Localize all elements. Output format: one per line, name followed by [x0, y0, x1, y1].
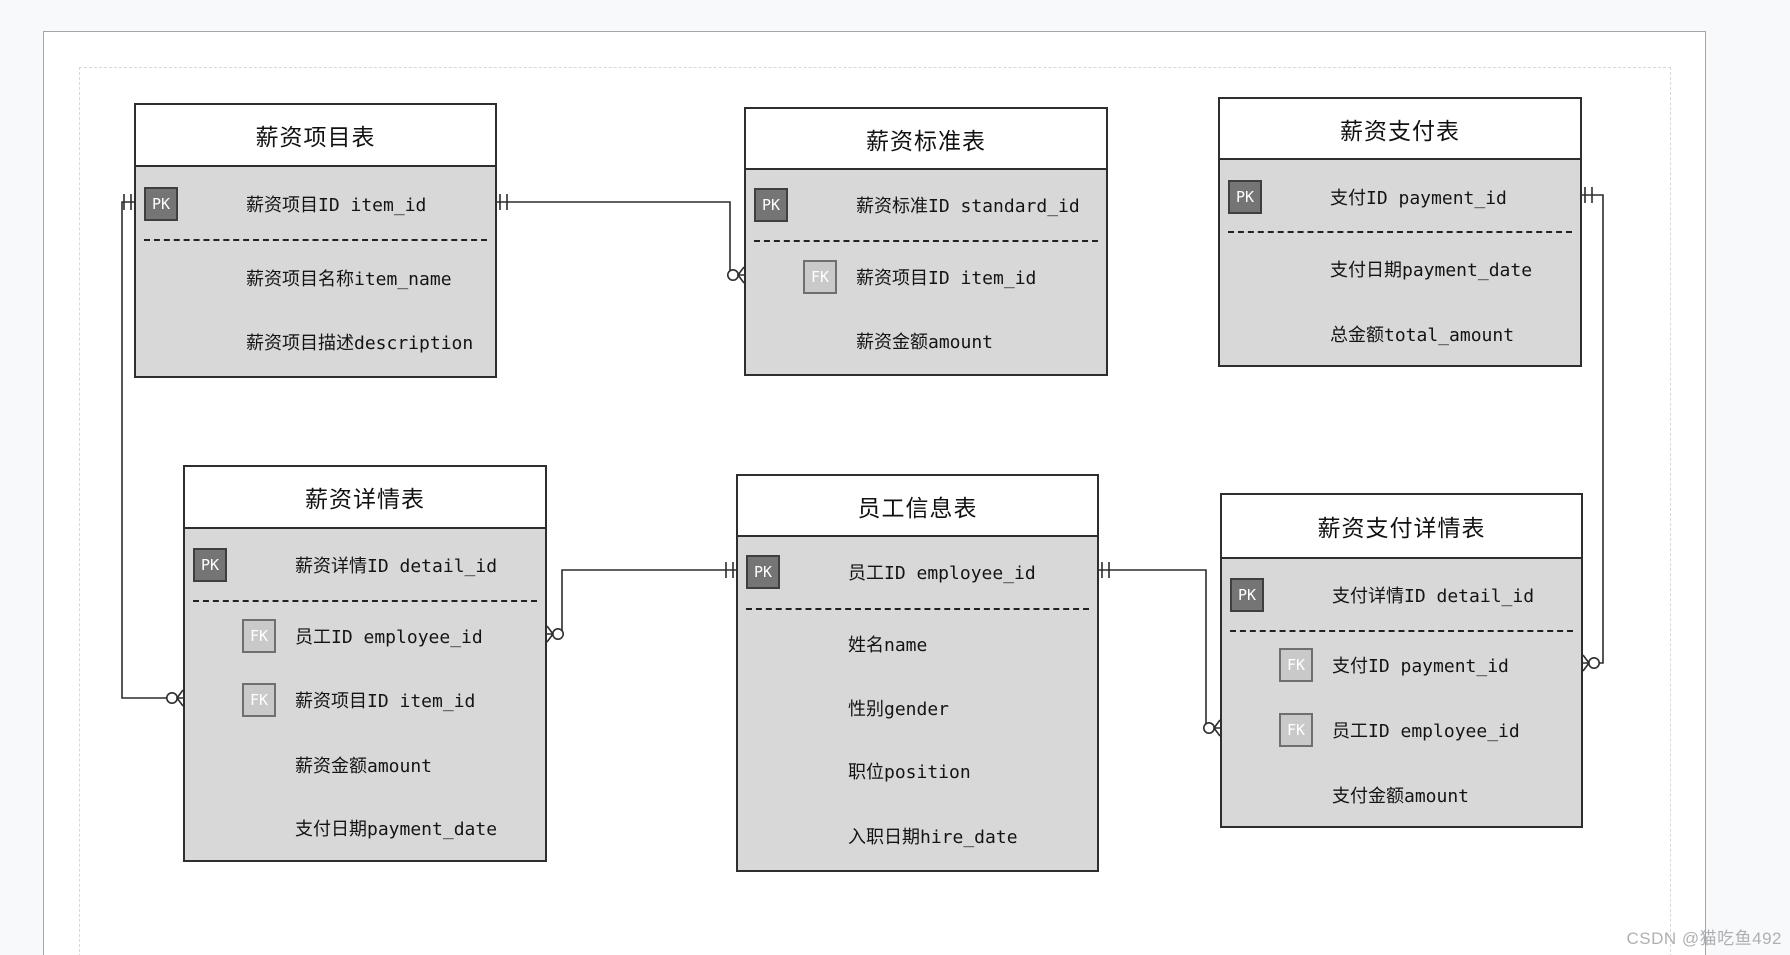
field-label: 薪资项目ID item_id — [856, 268, 1037, 289]
field-label: 支付金额amount — [1332, 786, 1470, 807]
field-label: 入职日期hire_date — [848, 827, 1018, 848]
csdn-watermark: CSDN @猫吃鱼492 — [1626, 929, 1782, 948]
field-label: 性别gender — [848, 699, 950, 720]
pk-separator-line — [1230, 630, 1573, 632]
field-label: 支付详情ID detail_id — [1332, 586, 1535, 607]
table-title: 薪资支付详情表 — [1222, 495, 1581, 559]
field-label: 薪资金额amount — [856, 332, 994, 353]
field-row: 入职日期hire_date — [738, 816, 1097, 856]
field-row: FK 员工ID employee_id — [1222, 710, 1581, 750]
field-row: 姓名name — [738, 624, 1097, 664]
field-label: 支付ID payment_id — [1330, 188, 1507, 209]
field-row: 总金额total_amount — [1220, 314, 1580, 354]
fk-badge: FK — [242, 683, 276, 717]
pk-separator-line — [193, 600, 537, 602]
field-row: PK 薪资标准ID standard_id — [746, 185, 1106, 225]
fk-badge: FK — [242, 619, 276, 653]
pk-badge: PK — [746, 555, 780, 589]
field-label: 支付日期payment_date — [295, 819, 498, 840]
table-title: 薪资项目表 — [136, 105, 495, 167]
pk-badge: PK — [1228, 180, 1262, 214]
pk-badge: PK — [144, 187, 178, 221]
field-row: PK 支付详情ID detail_id — [1222, 575, 1581, 615]
table-title: 薪资详情表 — [185, 467, 545, 529]
table-title: 薪资支付表 — [1220, 99, 1580, 160]
entity-table-salary_payment: 薪资支付表 PK 支付ID payment_id 支付日期payment_date 总金… — [1218, 97, 1582, 367]
field-row: 薪资项目描述description — [136, 322, 495, 362]
field-row: PK 薪资详情ID detail_id — [185, 545, 545, 585]
field-row: 支付日期payment_date — [185, 808, 545, 848]
field-label: 总金额total_amount — [1330, 325, 1515, 346]
table-title: 薪资标准表 — [746, 109, 1106, 170]
field-row: FK 薪资项目ID item_id — [185, 680, 545, 720]
field-label: 员工ID employee_id — [295, 627, 483, 648]
field-label: 薪资详情ID detail_id — [295, 556, 498, 577]
field-label: 薪资项目ID item_id — [246, 195, 427, 216]
diagram-dashed-frame — [79, 67, 1671, 955]
field-row: 支付金额amount — [1222, 775, 1581, 815]
field-row: PK 薪资项目ID item_id — [136, 184, 495, 224]
field-row: 职位position — [738, 751, 1097, 791]
field-label: 职位position — [848, 762, 971, 783]
table-title: 员工信息表 — [738, 476, 1097, 537]
field-row: FK 支付ID payment_id — [1222, 645, 1581, 685]
field-label: 薪资项目描述description — [246, 333, 474, 354]
field-label: 姓名name — [848, 635, 928, 656]
field-label: 支付日期payment_date — [1330, 260, 1533, 281]
field-row: PK 支付ID payment_id — [1220, 177, 1580, 217]
field-row: 薪资金额amount — [746, 321, 1106, 361]
field-label: 薪资金额amount — [295, 756, 433, 777]
field-label: 薪资项目名称item_name — [246, 269, 452, 290]
fk-badge: FK — [1279, 648, 1313, 682]
field-row: 薪资金额amount — [185, 745, 545, 785]
pk-separator-line — [144, 239, 487, 241]
pk-badge: PK — [193, 548, 227, 582]
field-label: 员工ID employee_id — [1332, 721, 1520, 742]
field-row: 支付日期payment_date — [1220, 249, 1580, 289]
field-label: 薪资标准ID standard_id — [856, 196, 1080, 217]
field-row: FK 薪资项目ID item_id — [746, 257, 1106, 297]
entity-table-employee: 员工信息表 PK 员工ID employee_id 姓名name 性别gender 职位p… — [736, 474, 1099, 872]
fk-badge: FK — [803, 260, 837, 294]
pk-separator-line — [754, 240, 1098, 242]
field-row: FK 员工ID employee_id — [185, 616, 545, 656]
pk-badge: PK — [754, 188, 788, 222]
field-row: 性别gender — [738, 688, 1097, 728]
entity-table-salary_item: 薪资项目表 PK 薪资项目ID item_id 薪资项目名称item_name 薪资项目… — [134, 103, 497, 378]
field-row: PK 员工ID employee_id — [738, 552, 1097, 592]
pk-badge: PK — [1230, 578, 1264, 612]
field-label: 薪资项目ID item_id — [295, 691, 476, 712]
field-label: 支付ID payment_id — [1332, 656, 1509, 677]
field-row: 薪资项目名称item_name — [136, 258, 495, 298]
field-label: 员工ID employee_id — [848, 563, 1036, 584]
pk-separator-line — [1228, 231, 1572, 233]
pk-separator-line — [746, 608, 1089, 610]
fk-badge: FK — [1279, 713, 1313, 747]
